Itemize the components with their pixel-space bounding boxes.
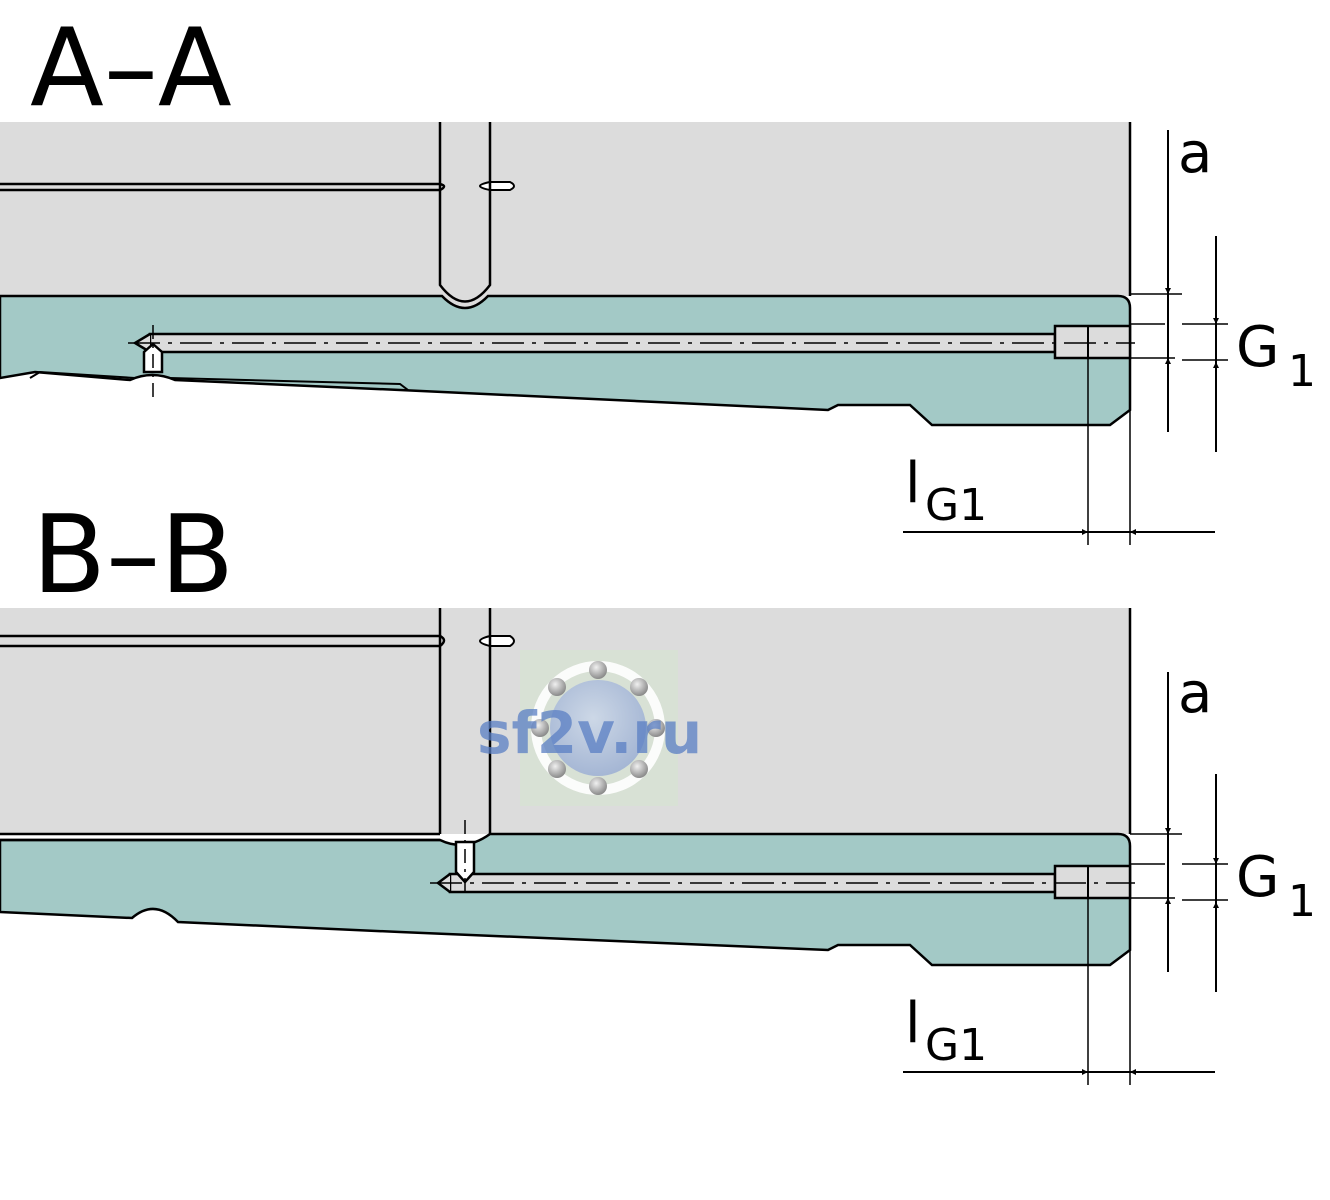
dim-lg1-subscript: G1 <box>925 480 987 531</box>
bearing-icon <box>531 661 665 795</box>
dim-g1-subscript: 1 <box>1288 876 1316 927</box>
dim-a-label: a <box>1178 661 1212 726</box>
section-a-a: A–A a G <box>0 6 1316 545</box>
watermark-text: sf2v.ru <box>477 699 702 767</box>
rail-body <box>0 294 1132 427</box>
dim-g1-label: G <box>1236 845 1279 910</box>
dim-g1-label: G <box>1236 315 1279 380</box>
section-title: B–B <box>32 493 234 618</box>
dim-lg1-label: l <box>905 451 921 516</box>
dim-lg1-subscript: G1 <box>925 1020 987 1071</box>
dim-a-label: a <box>1178 121 1212 186</box>
dim-lg1-label: l <box>905 991 921 1056</box>
watermark: sf2v.ru <box>477 650 702 806</box>
dim-g1-subscript: 1 <box>1288 346 1316 397</box>
carriage-housing <box>0 122 1130 308</box>
section-title: A–A <box>30 6 232 131</box>
rail-body <box>0 832 1132 967</box>
